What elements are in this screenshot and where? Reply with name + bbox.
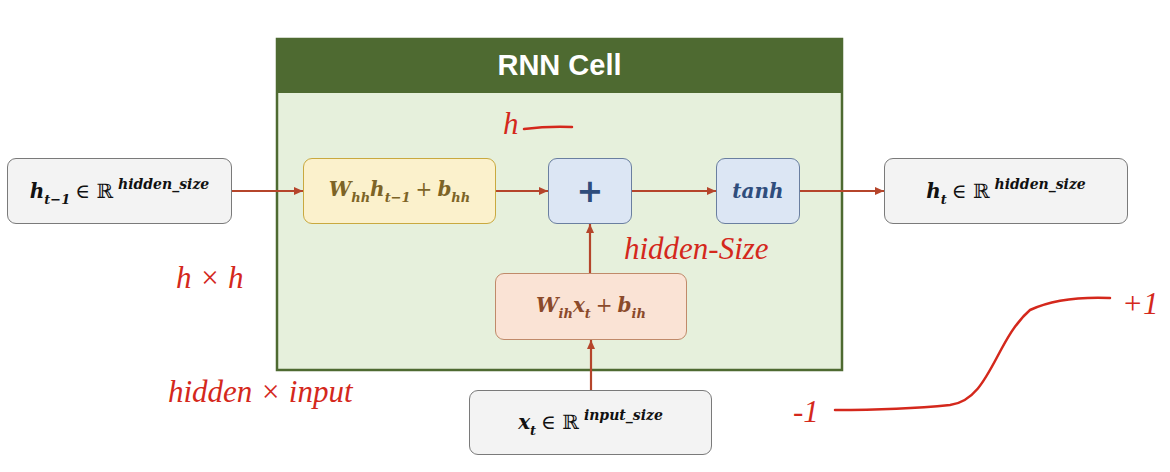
linear-box: Whhht−1+bhh — [303, 158, 496, 224]
formula-part: h — [30, 179, 45, 203]
formula-part: input_size — [584, 407, 663, 423]
formula: + — [577, 172, 604, 210]
formula: xt ∈ ℝ input_size — [518, 407, 663, 438]
tanh-sketch — [835, 298, 1110, 410]
flow-arrow — [632, 190, 716, 192]
formula: Wihxt+bih — [536, 293, 646, 321]
formula-part: tanh — [732, 179, 783, 203]
formula-part: b — [618, 293, 632, 317]
flow-arrow — [496, 190, 548, 192]
formula-part: W — [329, 177, 351, 201]
formula: tanh — [732, 179, 783, 203]
formula-part: + — [577, 172, 604, 210]
formula-part: hidden_size — [118, 176, 209, 192]
pen-note: +1 — [1122, 288, 1158, 319]
cell-header-band — [277, 39, 842, 93]
formula-part: x — [573, 293, 585, 317]
pen-note: hidden × input — [168, 376, 353, 407]
pen-note: -1 — [793, 396, 819, 427]
formula-part: h — [370, 177, 385, 201]
formula-part: t — [585, 306, 591, 321]
output-state-box: ht ∈ ℝ hidden_size — [884, 158, 1128, 224]
flow-arrow — [800, 190, 884, 192]
formula-part: ∈ ℝ — [952, 179, 990, 203]
cell-container: RNN CellWhhht−1+bhh+tanhWihxt+bih — [276, 38, 843, 371]
formula-part: + — [416, 177, 433, 201]
formula-part: ∈ ℝ — [75, 179, 113, 203]
pen-note: h — [503, 108, 519, 139]
pen-note: hidden-Size — [624, 233, 769, 264]
formula-part: t−1 — [385, 190, 411, 205]
formula-part: x — [518, 410, 530, 434]
flow-arrow — [232, 190, 303, 192]
flow-arrow — [589, 224, 591, 273]
pen-note: h × h — [176, 262, 243, 293]
formula-part: + — [596, 293, 613, 317]
formula-part: t — [941, 192, 947, 207]
linear-box: Wihxt+bih — [495, 273, 687, 340]
formula-part: b — [437, 177, 451, 201]
sum-box: + — [548, 158, 632, 224]
formula: ht ∈ ℝ hidden_size — [926, 176, 1086, 207]
formula-part: W — [536, 293, 558, 317]
formula: Whhht−1+bhh — [329, 177, 471, 205]
formula: ht−1 ∈ ℝ hidden_size — [30, 176, 210, 207]
formula-part: hidden_size — [995, 176, 1086, 192]
formula-part: t — [530, 423, 536, 438]
input-state-box: ht−1 ∈ ℝ hidden_size — [7, 158, 232, 224]
formula-part: h — [926, 179, 941, 203]
formula-part: hh — [351, 190, 370, 205]
pen-dash — [524, 127, 572, 129]
formula-part: ∈ ℝ — [541, 410, 579, 434]
formula-part: ih — [632, 306, 646, 321]
activation-box: tanh — [716, 158, 800, 224]
input-vector-box: xt ∈ ℝ input_size — [469, 390, 712, 455]
flow-arrow — [590, 340, 592, 390]
cell-title: RNN Cell — [276, 38, 843, 93]
cell-body — [277, 39, 842, 370]
formula-part: ih — [558, 306, 572, 321]
formula-part: hh — [451, 190, 470, 205]
formula-part: t−1 — [44, 192, 70, 207]
